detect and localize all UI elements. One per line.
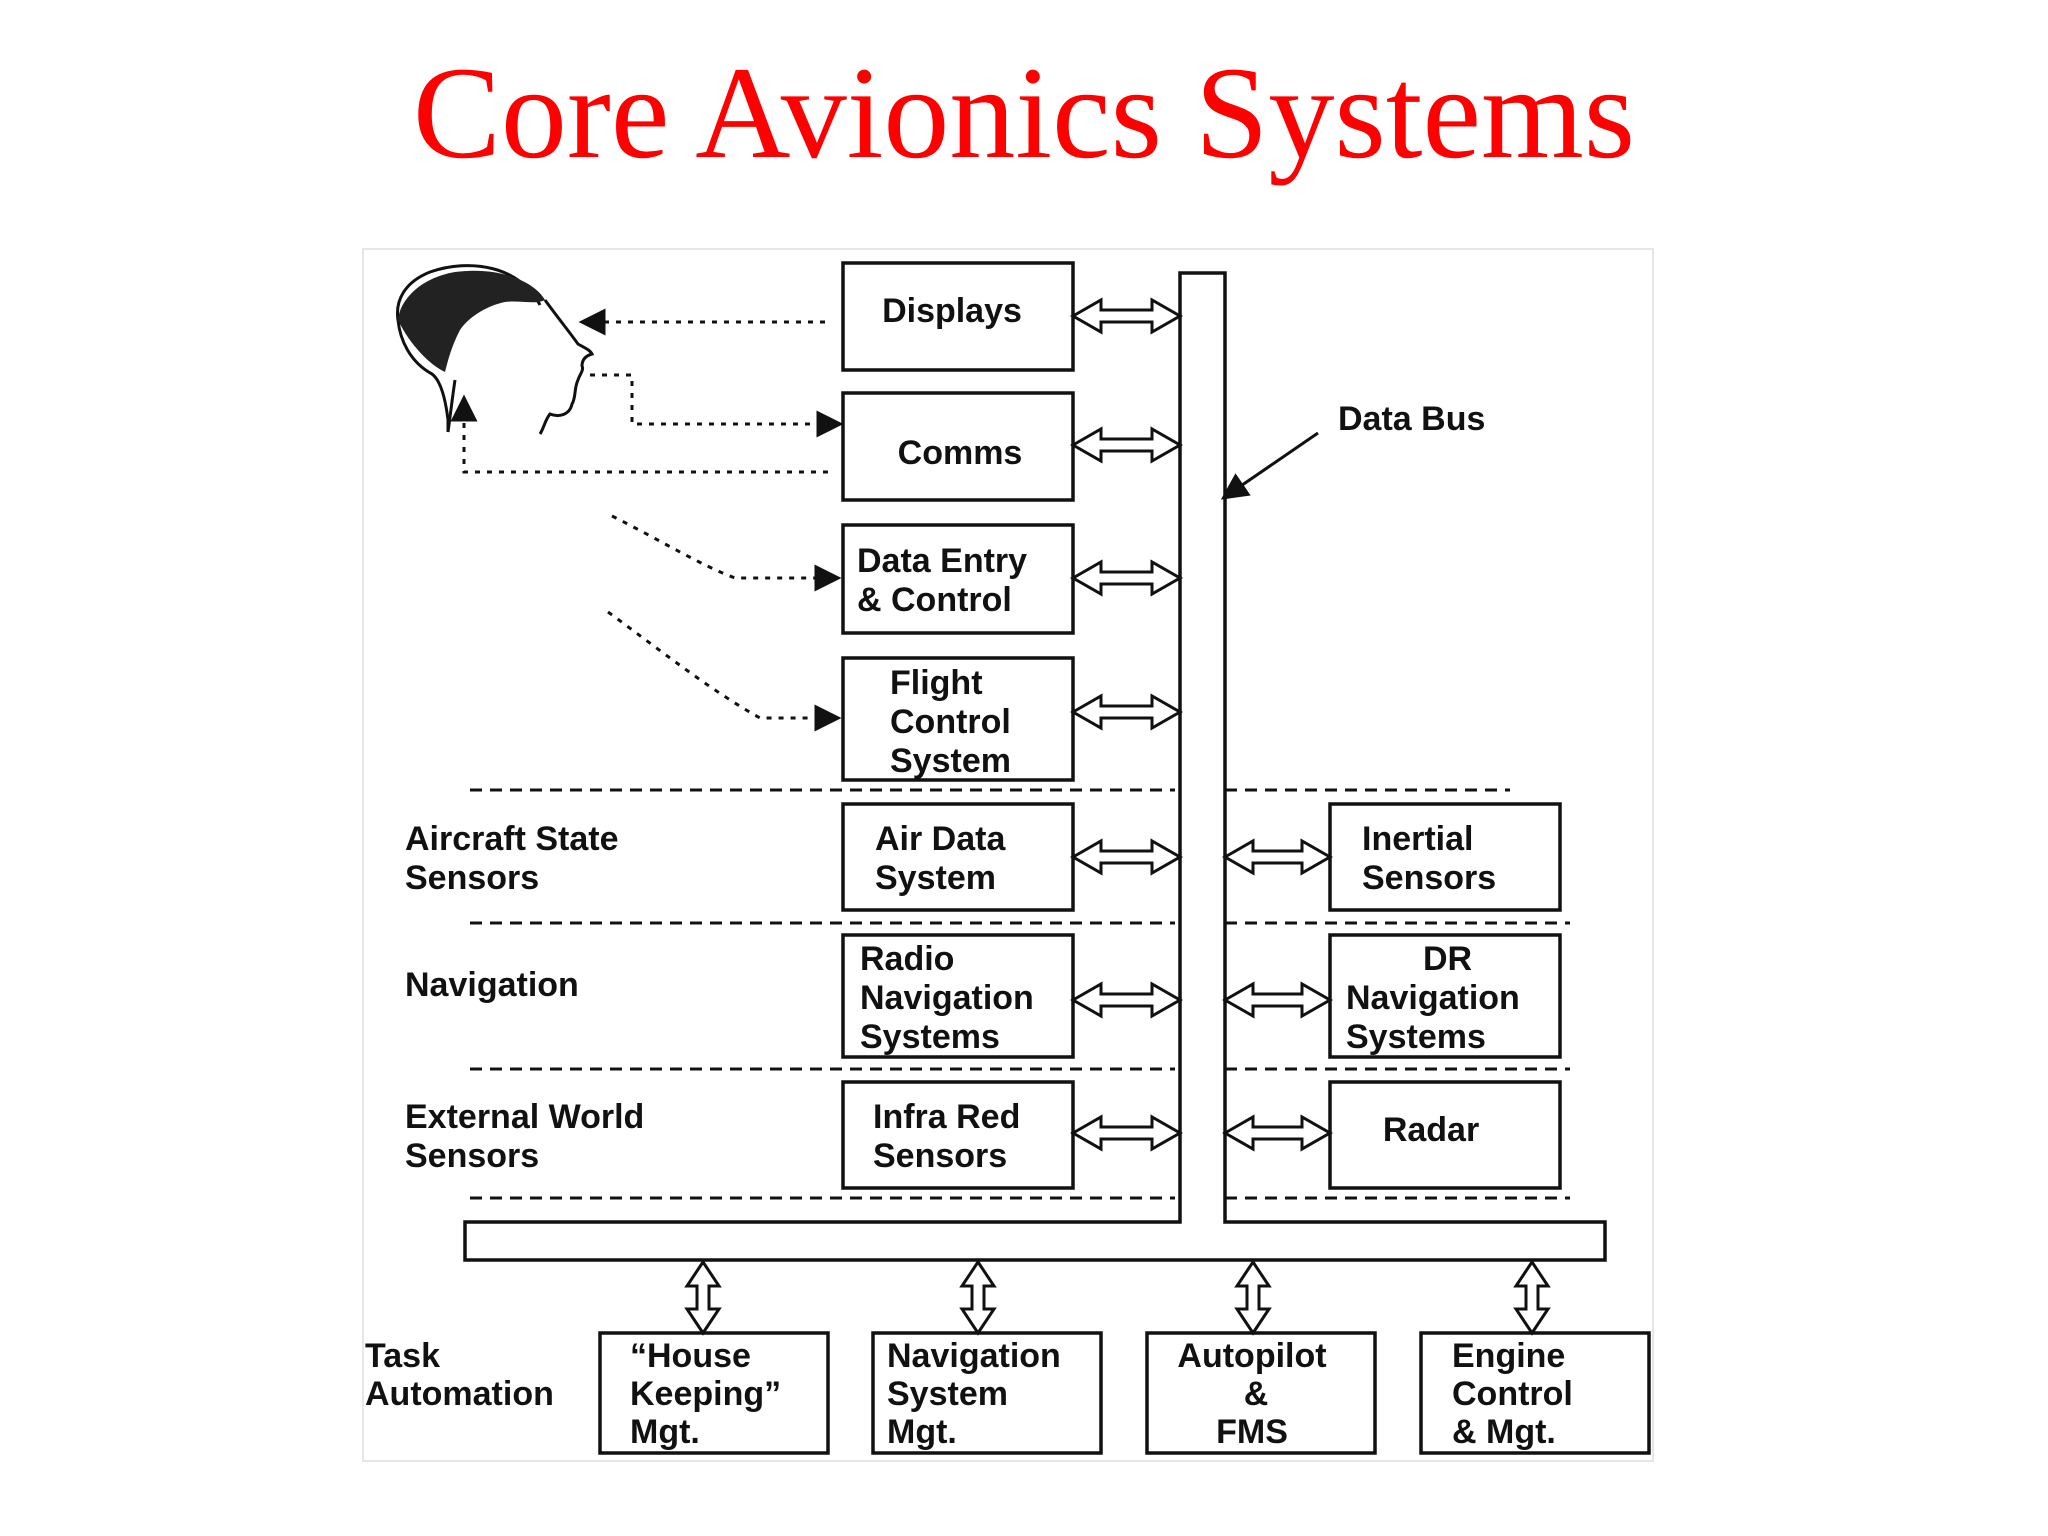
autopilot-line-2: & — [1244, 1375, 1269, 1413]
radio-navigation-systems-box: Radio Navigation Systems — [841, 933, 1075, 1059]
radar-box: Radar — [1328, 1080, 1562, 1190]
data-bus-label: Data Bus — [1338, 400, 1485, 438]
infra-red-line-2: Sensors — [873, 1137, 1007, 1175]
dotted-arrow-to-data-entry — [611, 514, 842, 592]
double-arrow-icon — [1513, 1259, 1551, 1336]
inertial-line-2: Sensors — [1362, 859, 1496, 897]
engine-line-3: & Mgt. — [1452, 1413, 1556, 1451]
double-arrow-icon — [1221, 981, 1334, 1019]
air-data-line-2: System — [875, 859, 996, 897]
air-data-system-box: Air Data System — [841, 802, 1075, 912]
category-aircraft-state-line-1: Aircraft State — [405, 820, 619, 858]
displays-box: Displays — [841, 261, 1075, 372]
dr-navigation-systems-box: DR Navigation Systems — [1328, 933, 1562, 1059]
dr-nav-line-3: Systems — [1346, 1018, 1486, 1056]
flight-control-line-2: Control — [890, 703, 1011, 741]
engine-line-2: Control — [1452, 1375, 1573, 1413]
dr-nav-line-1: DR — [1423, 940, 1472, 978]
dr-nav-line-2: Navigation — [1346, 979, 1520, 1017]
double-arrow-icon — [1221, 1114, 1334, 1152]
category-task-automation-line-2: Automation — [365, 1375, 554, 1413]
nav-system-mgt-line-3: Mgt. — [887, 1413, 957, 1451]
task-connection-arrows — [684, 1259, 1551, 1336]
category-task-automation: Task Automation — [365, 1337, 554, 1413]
infra-red-line-1: Infra Red — [873, 1098, 1020, 1136]
flight-control-system-box: Flight Control System — [841, 656, 1075, 782]
category-navigation-line-1: Navigation — [405, 966, 579, 1004]
double-arrow-icon — [1221, 838, 1334, 876]
radio-nav-line-1: Radio — [860, 940, 954, 978]
data-bus-pointer-arrow — [1220, 431, 1319, 500]
engine-control-mgt-box: Engine Control & Mgt. — [1419, 1331, 1651, 1455]
air-data-line-1: Air Data — [875, 820, 1006, 858]
data-entry-line-1: Data Entry — [857, 542, 1027, 580]
double-arrow-icon — [684, 1259, 722, 1336]
house-keeping-mgt-box: “House Keeping” Mgt. — [598, 1331, 830, 1455]
category-navigation: Navigation — [405, 966, 579, 1004]
radio-nav-line-3: Systems — [860, 1018, 1000, 1056]
house-keeping-line-3: Mgt. — [630, 1413, 700, 1451]
data-entry-control-box: Data Entry & Control — [841, 523, 1075, 635]
data-bus — [463, 271, 1607, 1262]
category-task-automation-line-1: Task — [365, 1337, 440, 1375]
house-keeping-line-2: Keeping” — [630, 1375, 781, 1413]
double-arrow-icon — [1069, 426, 1184, 464]
radio-nav-line-2: Navigation — [860, 979, 1034, 1017]
double-arrow-icon — [1069, 1114, 1184, 1152]
flight-control-line-1: Flight — [890, 664, 983, 702]
data-entry-line-2: & Control — [857, 581, 1012, 619]
dotted-arrow-voice-to-comms — [590, 373, 844, 438]
double-arrow-icon — [1069, 981, 1184, 1019]
double-arrow-icon — [1234, 1259, 1272, 1336]
infra-red-sensors-box: Infra Red Sensors — [841, 1080, 1075, 1190]
double-arrow-icon — [959, 1259, 997, 1336]
inertial-sensors-box: Inertial Sensors — [1328, 802, 1562, 912]
autopilot-line-1: Autopilot — [1177, 1337, 1326, 1375]
double-arrow-icon — [1069, 838, 1184, 876]
dotted-arrow-to-flight-control — [607, 610, 842, 732]
flight-control-line-3: System — [890, 742, 1011, 780]
double-arrow-icon — [1069, 297, 1184, 335]
bus-connection-arrows — [1069, 297, 1334, 1152]
nav-system-mgt-line-2: System — [887, 1375, 1008, 1413]
autopilot-line-3: FMS — [1216, 1413, 1288, 1451]
category-aircraft-state-line-2: Sensors — [405, 859, 539, 897]
category-external-world-line-1: External World — [405, 1098, 644, 1136]
double-arrow-icon — [1069, 559, 1184, 597]
comms-line-1: Comms — [898, 434, 1023, 472]
pilot-head-icon — [395, 264, 595, 435]
double-arrow-icon — [1069, 693, 1184, 731]
dotted-arrow-comms-to-ear — [450, 394, 828, 474]
comms-box: Comms — [841, 391, 1075, 502]
diagram-frame — [362, 248, 1654, 1462]
autopilot-fms-box: Autopilot & FMS — [1145, 1331, 1377, 1455]
category-aircraft-state-sensors: Aircraft State Sensors — [405, 820, 619, 897]
nav-system-mgt-line-1: Navigation — [887, 1337, 1061, 1375]
navigation-system-mgt-box: Navigation System Mgt. — [871, 1331, 1103, 1455]
displays-line-1: Displays — [882, 292, 1022, 330]
inertial-line-1: Inertial — [1362, 820, 1473, 858]
engine-line-1: Engine — [1452, 1337, 1565, 1375]
category-external-world-line-2: Sensors — [405, 1137, 539, 1175]
category-external-world-sensors: External World Sensors — [405, 1098, 644, 1175]
page-title: Core Avionics Systems — [412, 39, 1636, 186]
radar-line-1: Radar — [1383, 1111, 1479, 1149]
house-keeping-line-1: “House — [630, 1337, 751, 1375]
